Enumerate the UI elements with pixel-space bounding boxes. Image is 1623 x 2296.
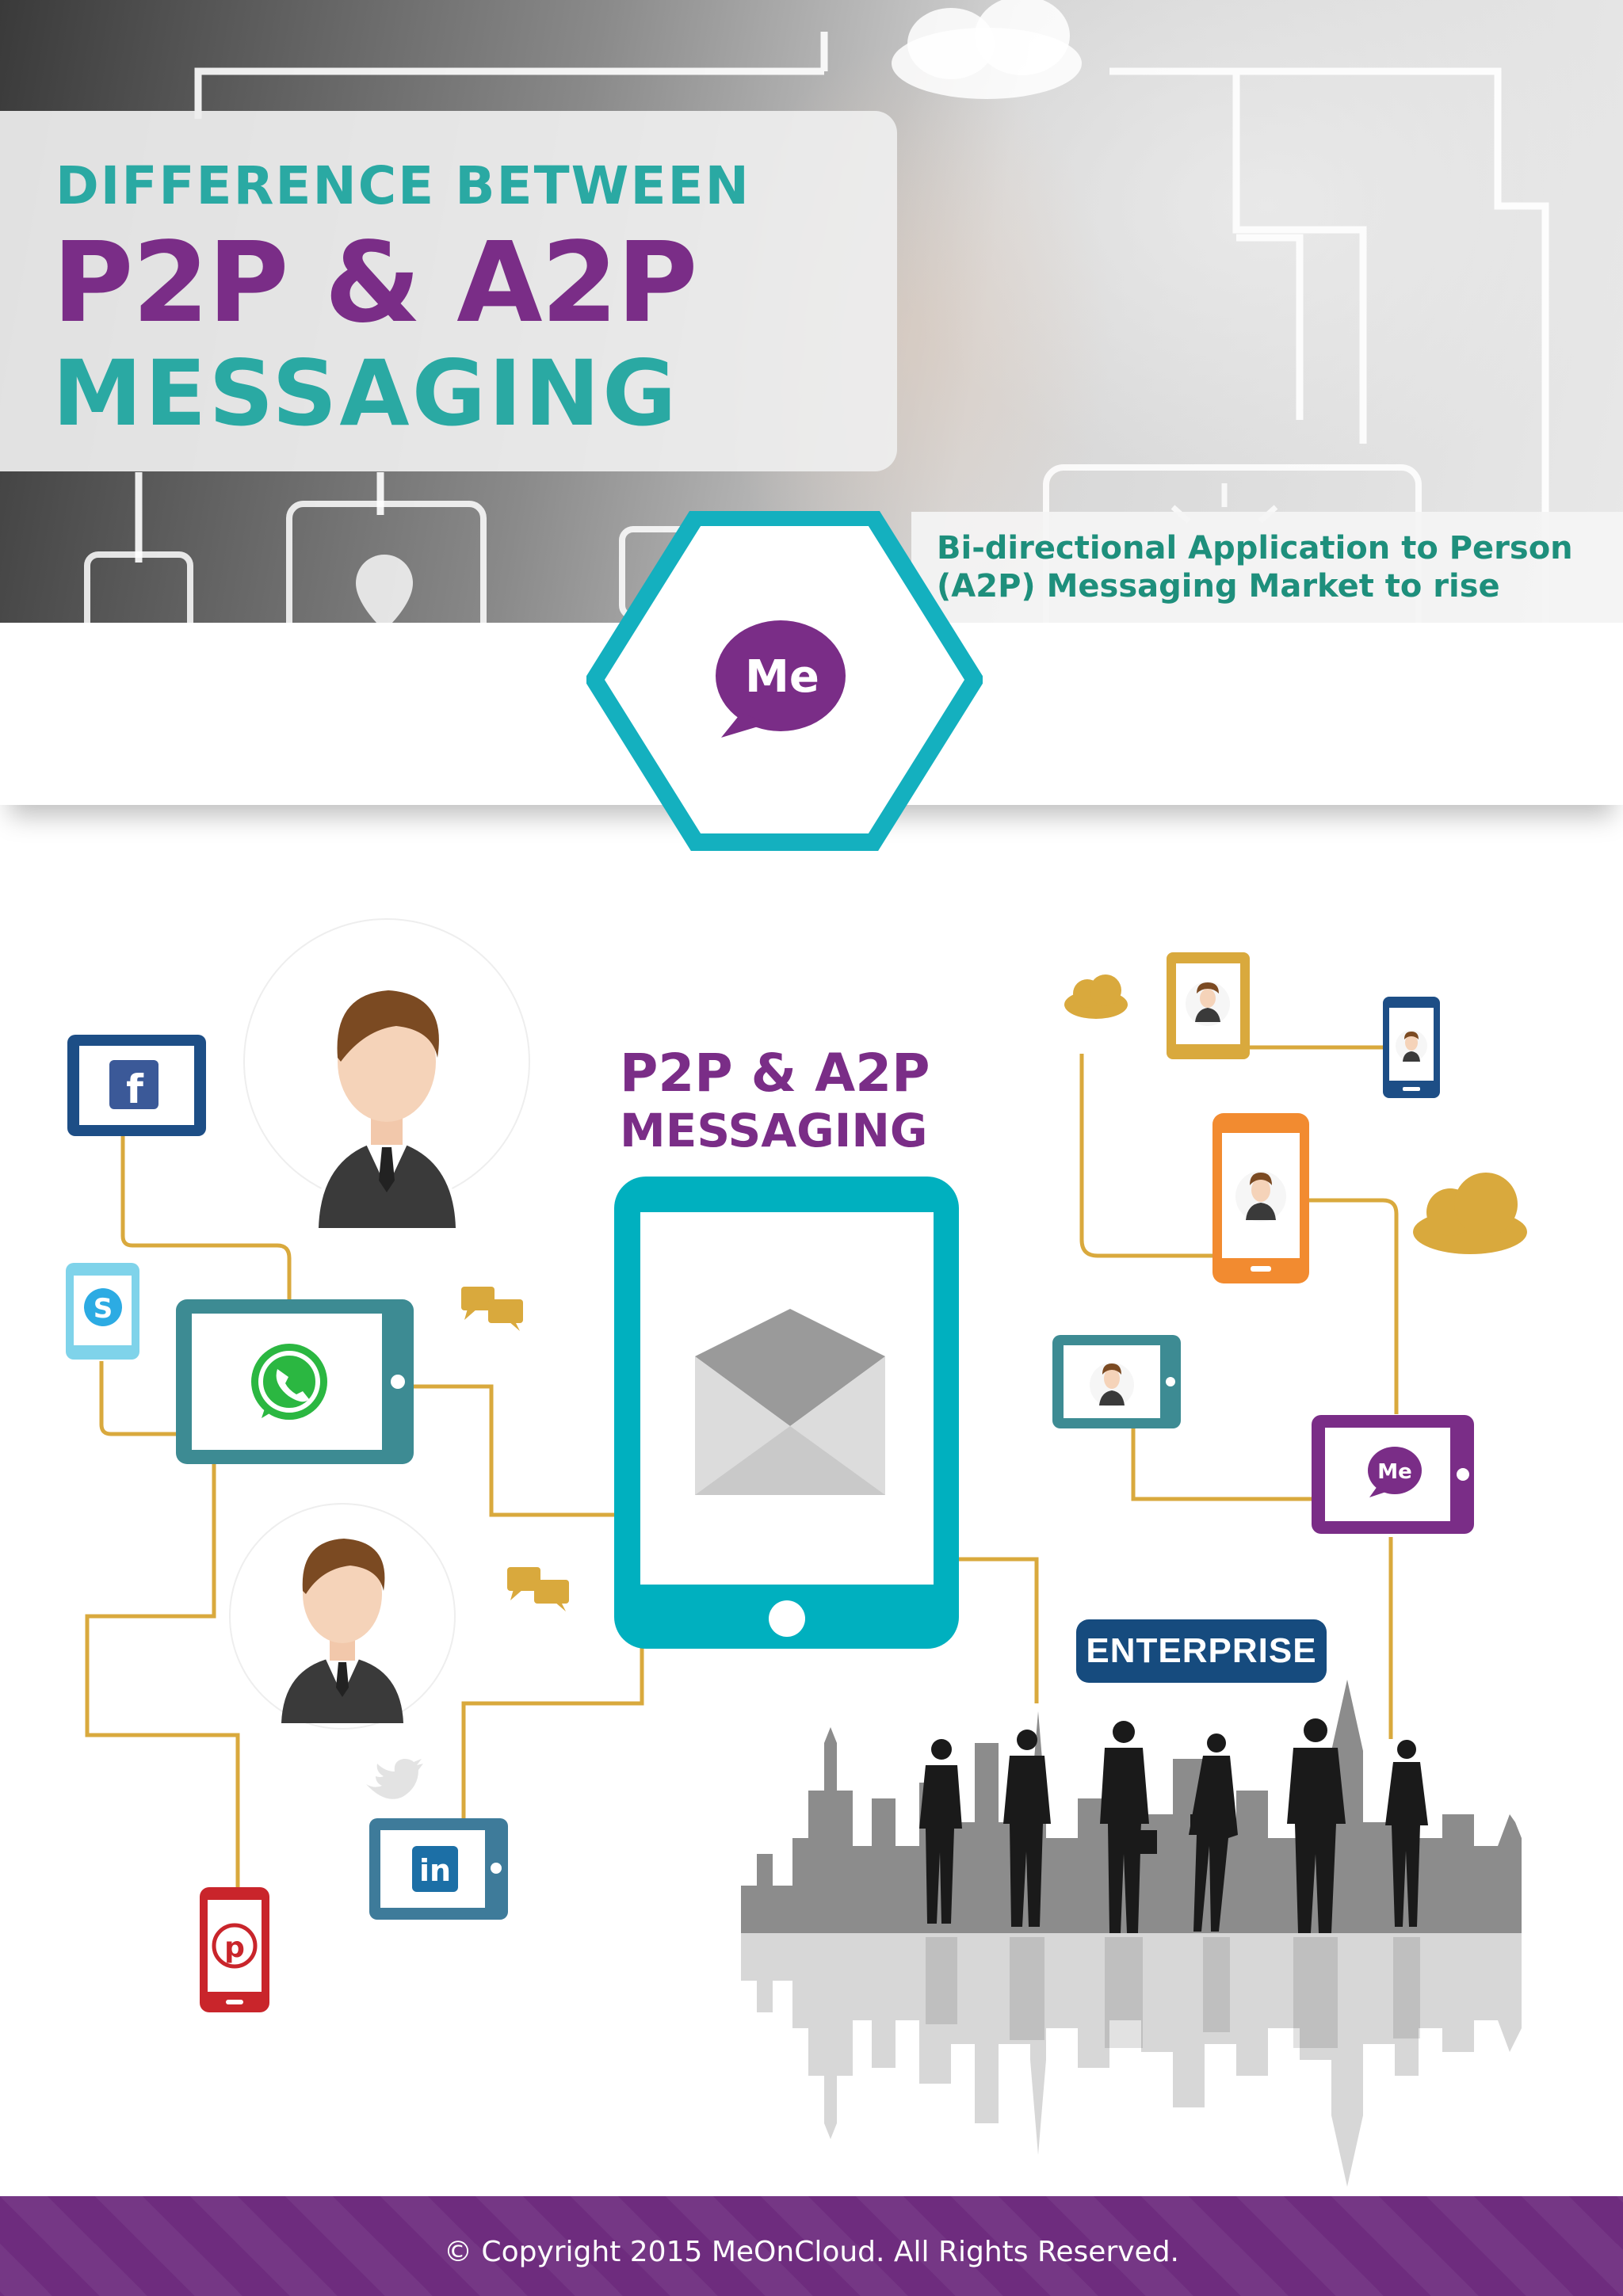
contact-tablet [1167,952,1250,1059]
location-pin-icon [356,555,413,623]
whatsapp-tablet [176,1299,414,1464]
logo-hexagon: Me [586,511,983,851]
business-person-icon [229,1503,456,1730]
pinterest-phone: p [200,1887,269,2012]
chat-bubbles-icon [507,1567,569,1611]
cloud-icon [1064,974,1128,1019]
title-line-2: P2P & A2P [52,219,698,348]
footer [0,2196,1623,2296]
pinterest-icon [212,1923,258,1969]
twitter-icon [366,1759,423,1799]
title-line-3: MESSAGING [52,341,679,446]
linkedin-tablet: in [369,1818,508,1920]
logo-text: Me [745,651,819,703]
contact-tablet-teal [1052,1335,1181,1428]
cloud-icon [1413,1173,1527,1254]
facebook-icon [109,1060,158,1109]
me-logo-icon: Me [716,620,846,738]
subtitle-line-2: (A2P) Messaging Market to rise [937,568,1500,605]
whatsapp-icon [251,1344,327,1420]
business-person-icon [243,918,530,1228]
svg-text:f: f [126,1066,144,1112]
connector-lines [85,1045,1399,1895]
svg-text:p: p [224,1932,245,1964]
subtitle-band [911,512,1623,623]
me-tablet: Me [1312,1415,1474,1534]
svg-text:S: S [94,1293,113,1325]
chat-bubbles-icon [461,1287,523,1331]
title-line-1: DIFFERENCE BETWEEN [55,155,750,216]
map-tablet-icon [286,501,487,623]
hero-banner: DIFFERENCE BETWEEN P2P & A2P MESSAGING B… [0,0,1623,623]
title-card [0,111,897,471]
linkedin-icon [412,1846,458,1892]
skype-phone: S [66,1263,139,1360]
diagram-title-line-1: P2P & A2P [620,1043,930,1104]
facebook-tablet: f [67,1035,206,1136]
tablet-icon [84,551,193,623]
subtitle-line-1: Bi-directional Application to Person [937,530,1573,566]
small-logo-text: Me [1377,1460,1412,1484]
network-diagram: f S [66,918,1527,2187]
contact-phone-orange [1212,1113,1309,1283]
central-messaging-tablet [614,1177,959,1649]
cloud-icon [892,0,1082,99]
contact-phone [1383,997,1440,1098]
enterprise-badge: ENTERPRISE [1076,1619,1327,1683]
copyright-text: © Copyright 2015 MeOnCloud. All Rights R… [443,2236,1179,2268]
diagram-title-line-2: MESSAGING [620,1104,928,1158]
business-people-silhouettes [919,1718,1428,1933]
envelope-icon [695,1309,885,1495]
me-logo-icon: Me [1368,1447,1422,1497]
svg-text:in: in [419,1853,451,1888]
skype-icon [84,1288,122,1326]
business-people-reflection [926,1937,1420,2048]
